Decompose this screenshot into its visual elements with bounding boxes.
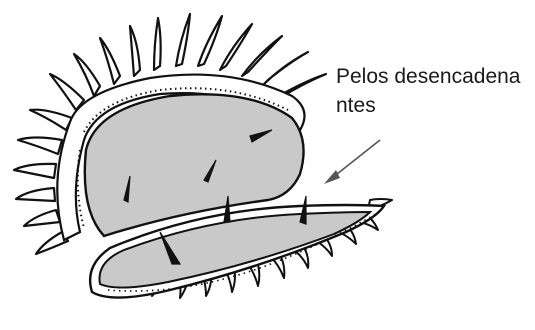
trigger-hairs-label: Pelos desencadenantes	[336, 62, 532, 120]
callout-arrow	[324, 140, 380, 184]
